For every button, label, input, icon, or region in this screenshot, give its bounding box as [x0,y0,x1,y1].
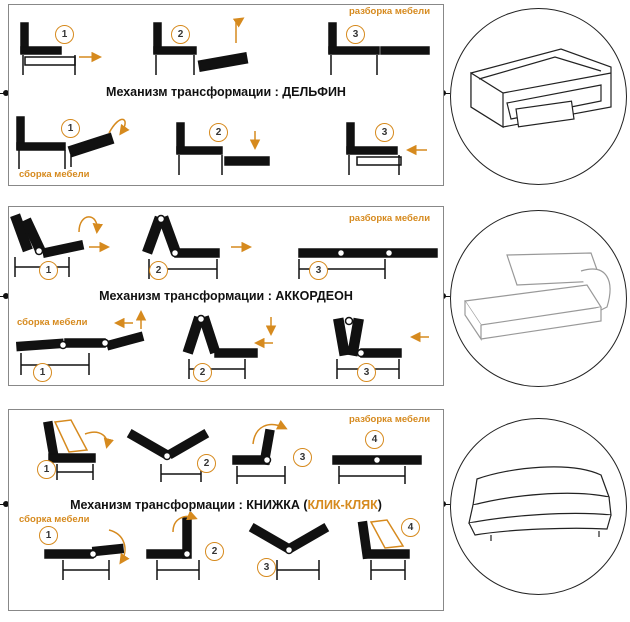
step-number: 1 [61,119,80,138]
panel-title-accent: КЛИК-КЛЯК [307,498,378,512]
step-number: 2 [171,25,190,44]
step-number: 3 [375,123,394,142]
connector-dot [3,293,9,299]
book-mechanism-panel: разборка мебели Механизм трансформации :… [8,409,444,611]
disassembly-label: разборка мебели [349,414,431,425]
step-number: 2 [205,542,224,561]
step-number: 2 [197,454,216,473]
book-sofa-icon [468,466,612,541]
accordion-mechanism-panel: разборка мебели Механизм трансформации :… [8,206,444,386]
panel-title: Механизм трансформации : КНИЖКА (КЛИК-КЛ… [9,498,443,512]
step-number: 2 [193,363,212,382]
assembly-label: сборка мебели [19,514,90,525]
accordion-sofa-illustration [450,210,627,387]
dolphin-steps-diagram [16,17,430,175]
connector-dot [3,501,9,507]
disassembly-label: разборка мебели [349,213,431,224]
step-number: 1 [39,261,58,280]
disassembly-label: разборка мебели [349,6,431,17]
dolphin-mechanism-panel: разборка мебели Механизм трансформации :… [8,4,444,186]
book-sofa-illustration [450,418,627,595]
accordion-steps-diagram [10,213,438,379]
step-number: 3 [346,25,365,44]
step-number: 1 [37,460,56,479]
step-number: 1 [39,526,58,545]
connector-dot [3,90,9,96]
step-number: 3 [257,558,276,577]
step-number: 1 [55,25,74,44]
panel-title-end: ) [377,498,382,512]
step-number: 4 [401,518,420,537]
sofa-bed-icon [463,252,611,341]
step-number: 3 [293,448,312,467]
book-steps-diagram [43,419,422,580]
step-number: 2 [149,261,168,280]
step-number: 1 [33,363,52,382]
panel-title-main: Механизм трансформации : КНИЖКА ( [70,498,308,512]
assembly-label: сборка мебели [19,169,90,180]
assembly-label: сборка мебели [17,317,88,328]
step-number: 4 [365,430,384,449]
step-number: 3 [357,363,376,382]
step-number: 3 [309,261,328,280]
dolphin-sofa-illustration [450,8,627,185]
panel-title: Механизм трансформации : ДЕЛЬФИН [9,85,443,99]
step-number: 2 [209,123,228,142]
corner-sofa-icon [470,48,612,129]
panel-title: Механизм трансформации : АККОРДЕОН [9,289,443,303]
